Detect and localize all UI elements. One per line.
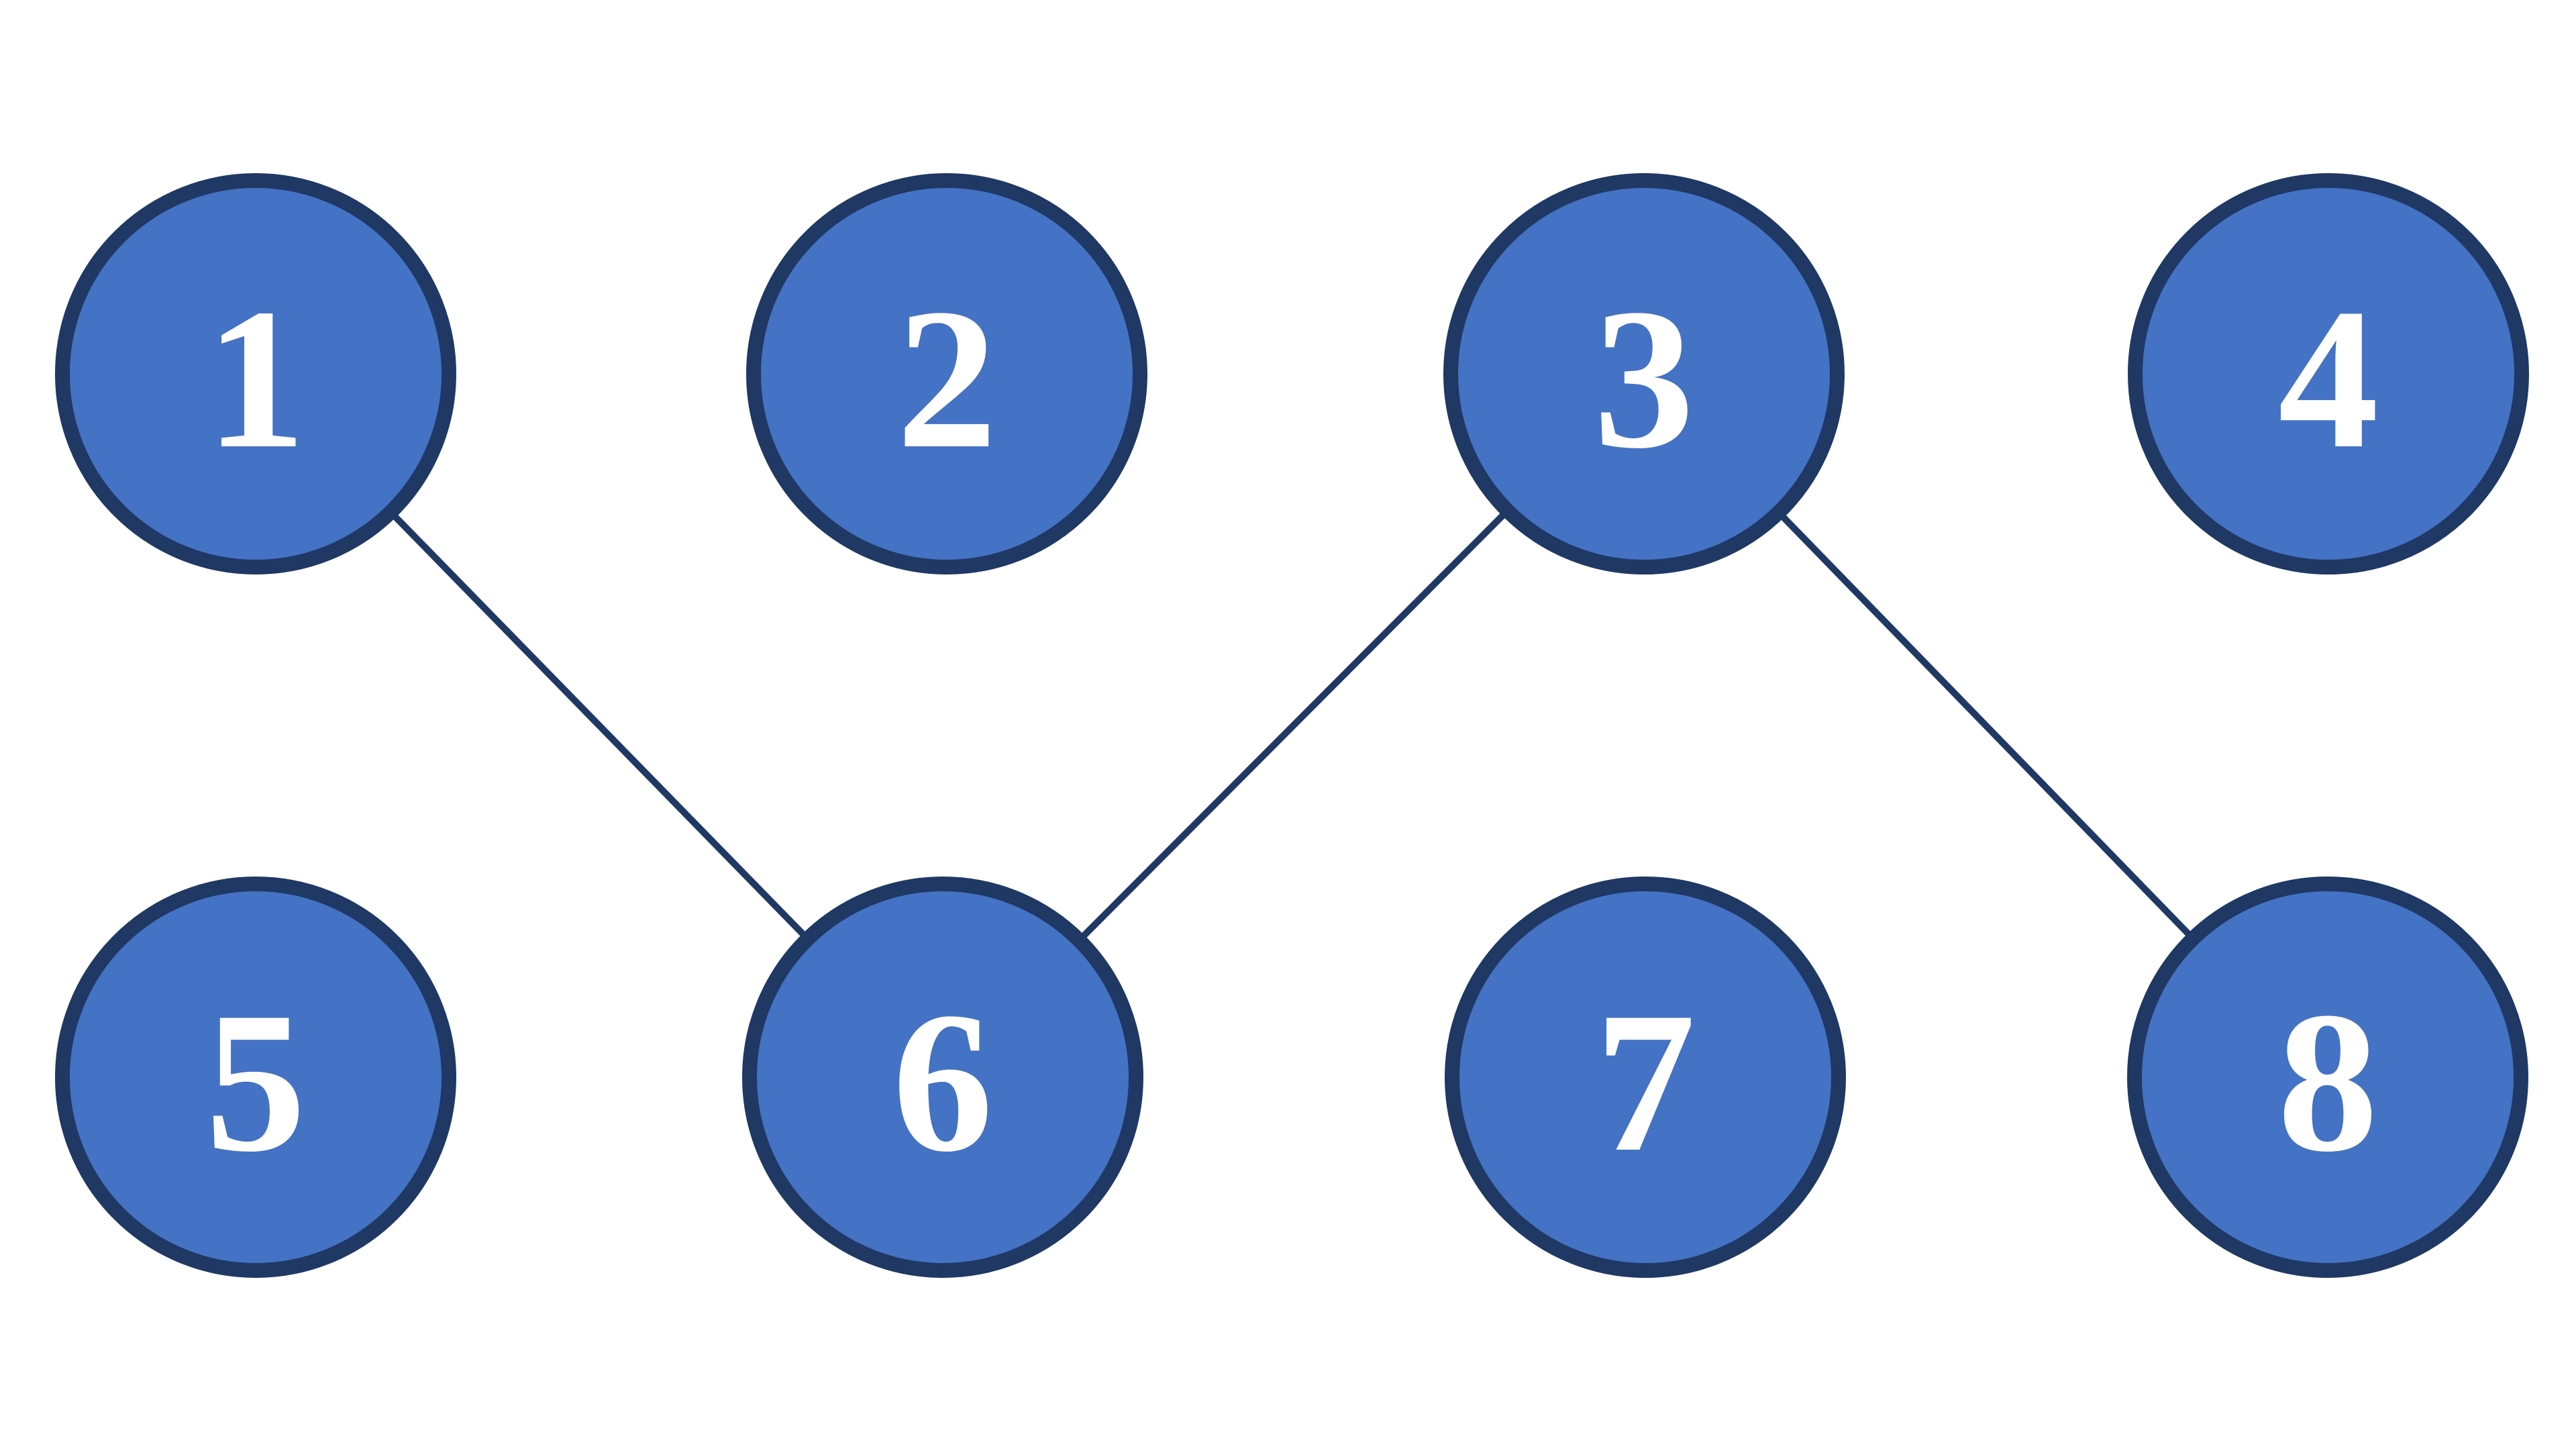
- graph-node-5: 5: [55, 877, 456, 1278]
- graph-node-6: 6: [742, 877, 1143, 1278]
- node-circle-7: [1445, 877, 1846, 1278]
- node-circle-5: [55, 877, 456, 1278]
- node-label-6: 6: [892, 970, 993, 1193]
- node-circle-4: [2128, 173, 2529, 574]
- node-circle-6: [742, 877, 1143, 1278]
- node-label-5: 5: [205, 970, 306, 1193]
- node-circle-1: [55, 173, 456, 574]
- node-circle-3: [1443, 173, 1845, 574]
- node-label-7: 7: [1595, 970, 1696, 1193]
- edges-layer: [253, 371, 2330, 1080]
- node-label-8: 8: [2277, 970, 2378, 1193]
- nodes-layer: 1 2 3 4 5 6 7 8: [55, 173, 2529, 1278]
- node-circle-8: [2127, 877, 2528, 1278]
- graph-node-2: 2: [746, 173, 1147, 574]
- graph-node-8: 8: [2127, 877, 2528, 1278]
- node-label-2: 2: [896, 267, 997, 490]
- graph-node-4: 4: [2128, 173, 2529, 574]
- node-circle-2: [746, 173, 1147, 574]
- node-label-1: 1: [205, 267, 306, 490]
- node-label-4: 4: [2278, 267, 2379, 490]
- node-label-3: 3: [1594, 267, 1694, 490]
- graph-node-7: 7: [1445, 877, 1846, 1278]
- graph-node-1: 1: [55, 173, 456, 574]
- graph-node-3: 3: [1443, 173, 1845, 574]
